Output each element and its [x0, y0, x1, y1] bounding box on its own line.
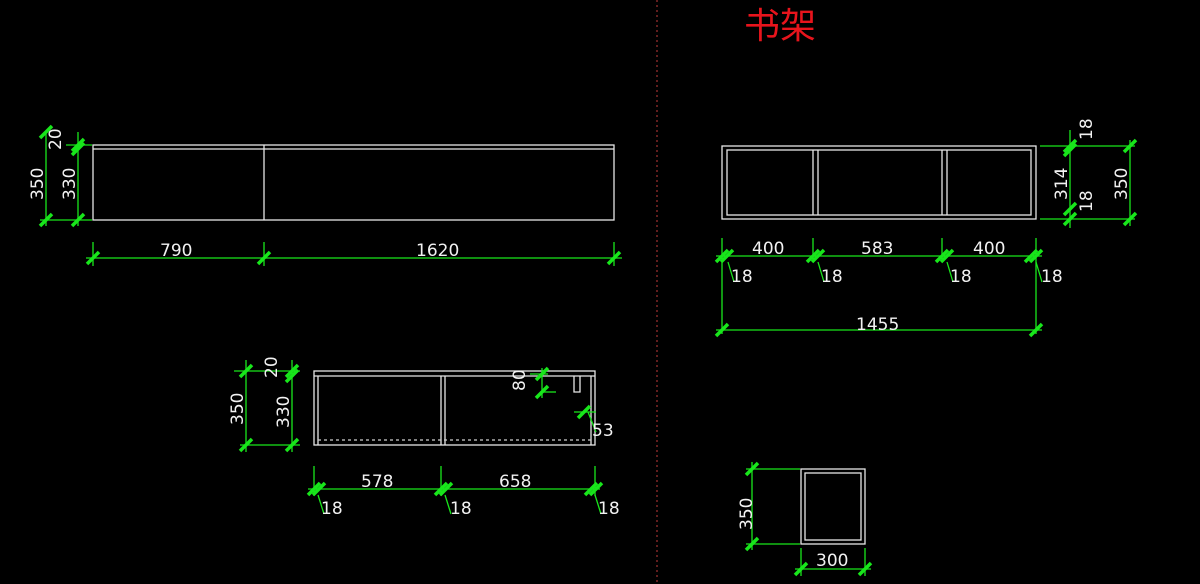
dim-board-4: 18 [1041, 267, 1063, 287]
dim-board-3: 18 [950, 267, 972, 287]
cabinet-outline [721, 145, 1037, 220]
dim-board-2: 18 [450, 499, 472, 519]
dim-height-total: 350 [28, 168, 48, 200]
dim-bay-a: 400 [752, 239, 784, 259]
dim-width-a: 790 [160, 241, 192, 261]
dim-bay-c: 400 [973, 239, 1005, 259]
dim-depth: 300 [816, 551, 848, 571]
dim-bottom-board: 18 [1077, 190, 1097, 212]
dim-slot-height: 80 [510, 369, 530, 391]
dim-height-total: 350 [1112, 168, 1132, 200]
dim-height: 350 [737, 498, 757, 530]
view-cabinet-section: 350 20 330 80 53 578 658 18 18 18 [228, 356, 620, 519]
dim-body-height: 330 [60, 168, 80, 200]
dim-height-total: 350 [228, 393, 248, 425]
dim-top-board: 18 [1077, 118, 1097, 140]
dim-board-1: 18 [321, 499, 343, 519]
dim-width-total: 1455 [856, 315, 899, 335]
view-front-elevation: 350 20 330 790 1620 [28, 124, 622, 266]
dim-width-b: 1620 [416, 241, 459, 261]
dim-board-3: 18 [598, 499, 620, 519]
view-bookcase-elevation: 18 314 18 350 400 583 400 18 18 18 18 14… [714, 118, 1138, 338]
dim-slot-offset: 53 [592, 421, 614, 441]
dim-board-2: 18 [821, 267, 843, 287]
slot-notch [573, 376, 581, 393]
cabinet-outline [313, 370, 596, 446]
cabinet-outline [92, 144, 615, 221]
dim-bay-b: 583 [861, 239, 893, 259]
dim-bay-a: 578 [361, 472, 393, 492]
dim-top-thickness: 20 [46, 128, 66, 150]
dim-top-thickness: 20 [262, 356, 282, 378]
side-outline [800, 468, 866, 545]
side-inner-outline [804, 472, 862, 541]
view-side-section: 350 300 [737, 461, 873, 577]
cabinet-inner-outline [726, 149, 1032, 216]
dim-bay-b: 658 [499, 472, 531, 492]
dim-body-height: 330 [274, 396, 294, 428]
dim-board-1: 18 [731, 267, 753, 287]
dim-inner-height: 314 [1052, 168, 1072, 200]
drawing-title: 书架 [744, 6, 816, 47]
